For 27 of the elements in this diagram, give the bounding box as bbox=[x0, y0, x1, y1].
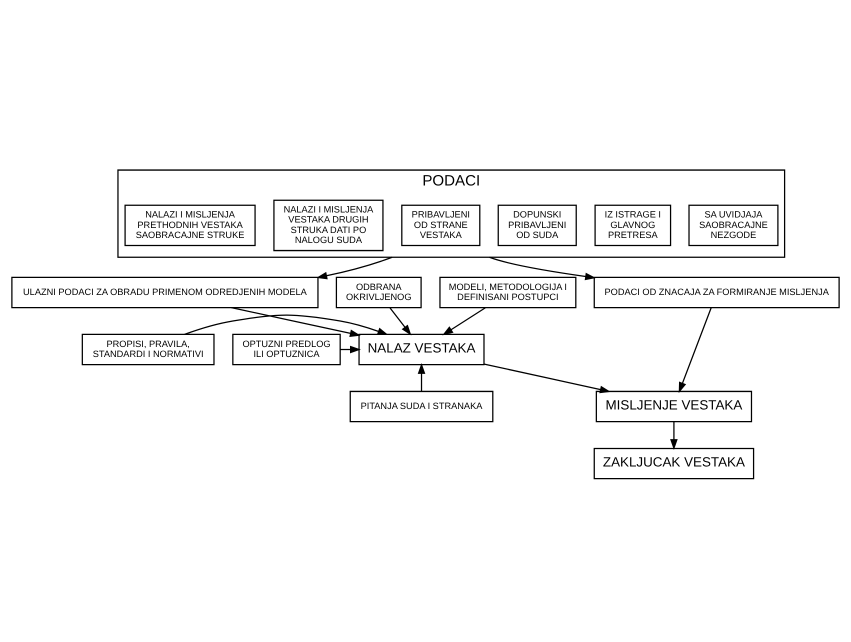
node-box: PITANJA SUDA I STRANAKA bbox=[350, 390, 494, 422]
arrow bbox=[678, 308, 712, 394]
node-box: NALAZ VESTAKA bbox=[358, 334, 485, 366]
node-box: NALAZI I MISLJENJA PRETHODNIH VESTAKA SAOBRACAJNE STRUKE bbox=[124, 204, 256, 246]
node-box: ULAZNI PODACI ZA OBRADU PRIMENOM ODREDJENIH MODELA bbox=[11, 276, 319, 308]
node-box: MODELI, METODOLOGIJA I DEFINISANI POSTUPCI bbox=[439, 276, 576, 308]
arrow bbox=[231, 307, 361, 337]
node-box: OPTUZNI PREDLOG ILI OPTUZNICA bbox=[232, 334, 341, 366]
node-box: IZ ISTRAGE I GLAVNOG PRETRESA bbox=[594, 204, 672, 246]
node-box: PRIBAVLJENI OD STRANE VESTAKA bbox=[401, 204, 480, 246]
node-box: DOPUNSKI PRIBAVLJENI OD SUDA bbox=[498, 204, 577, 246]
arrow bbox=[184, 314, 388, 336]
arrow bbox=[340, 346, 361, 354]
node-box: ODBRANA OKRIVLJENOG bbox=[336, 276, 422, 308]
node-box: PODACI OD ZNACAJA ZA FORMIRANJE MISLJENJA bbox=[594, 276, 840, 308]
arrow bbox=[390, 307, 412, 336]
arrow bbox=[418, 362, 426, 392]
node-box: PROPISI, PRAVILA, STANDARDI I NORMATIVI bbox=[82, 334, 215, 366]
arrow bbox=[489, 256, 596, 280]
node-box: NALAZI I MISLJENJA VESTAKA DRUGIH STRUKA DATI PO NALOGU SUDA bbox=[273, 200, 384, 252]
node-box: SA UVIDJAJA SAOBRACAJNE NEZGODE bbox=[688, 204, 779, 246]
node-box: MISLJENJE VESTAKA bbox=[596, 390, 752, 422]
arrow bbox=[442, 307, 486, 336]
arrow bbox=[316, 256, 392, 280]
node-box: ZAKLJUCAK VESTAKA bbox=[594, 448, 754, 480]
arrow bbox=[484, 363, 611, 394]
arrow bbox=[670, 422, 678, 450]
